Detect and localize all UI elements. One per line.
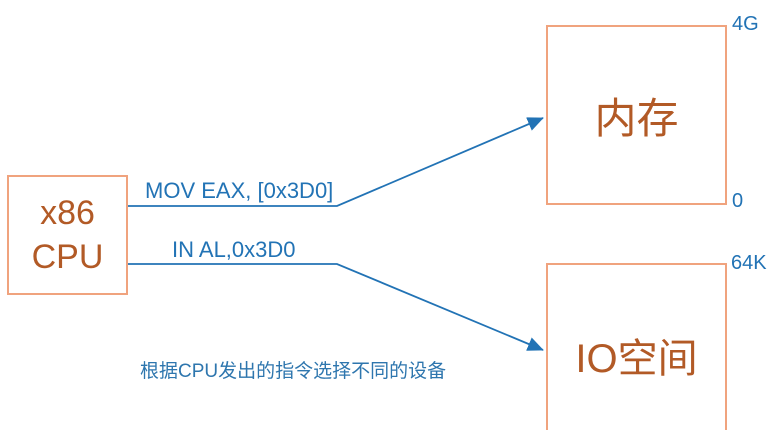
io-space-box: IO空间	[546, 263, 727, 430]
arrow-cpu-to-io	[128, 263, 544, 351]
cpu-box-label: x86 CPU	[32, 191, 104, 279]
memory-box: 内存	[546, 25, 727, 205]
in-instruction-label: IN AL,0x3D0	[172, 237, 296, 262]
io-label-latin: IO	[575, 337, 618, 381]
mov-instruction-label: MOV EAX, [0x3D0]	[145, 178, 334, 203]
diagram-caption: 根据CPU发出的指令选择不同的设备	[140, 361, 447, 382]
cpu-label-line1: x86	[40, 193, 95, 232]
io-label-cjk: 空间	[617, 336, 698, 381]
cpu-label-line2: CPU	[31, 238, 104, 276]
io-space-box-label: IO空间	[575, 326, 697, 384]
memory-box-label: 内存	[594, 96, 679, 143]
io-top-address-marker: 64K	[731, 252, 767, 274]
memory-bottom-address-marker: 0	[732, 190, 744, 212]
memory-top-address-marker: 4G	[732, 13, 759, 35]
cpu-box: x86 CPU	[7, 175, 128, 295]
